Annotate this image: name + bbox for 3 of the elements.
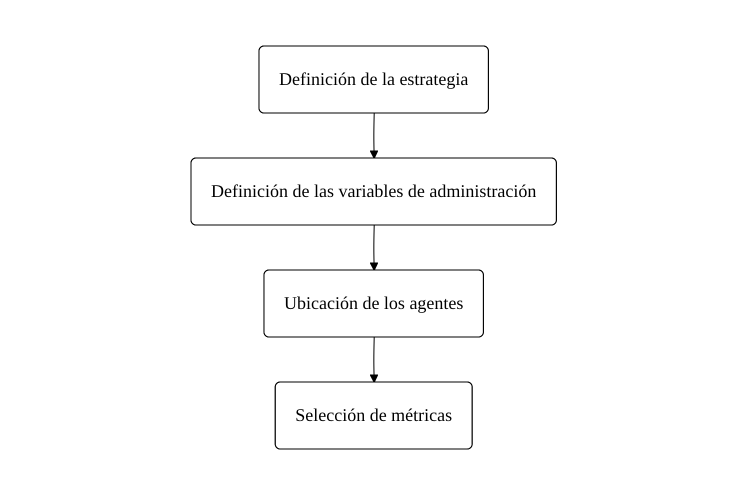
arrow — [369, 113, 378, 159]
arrow — [369, 337, 378, 383]
arrow — [369, 225, 378, 271]
